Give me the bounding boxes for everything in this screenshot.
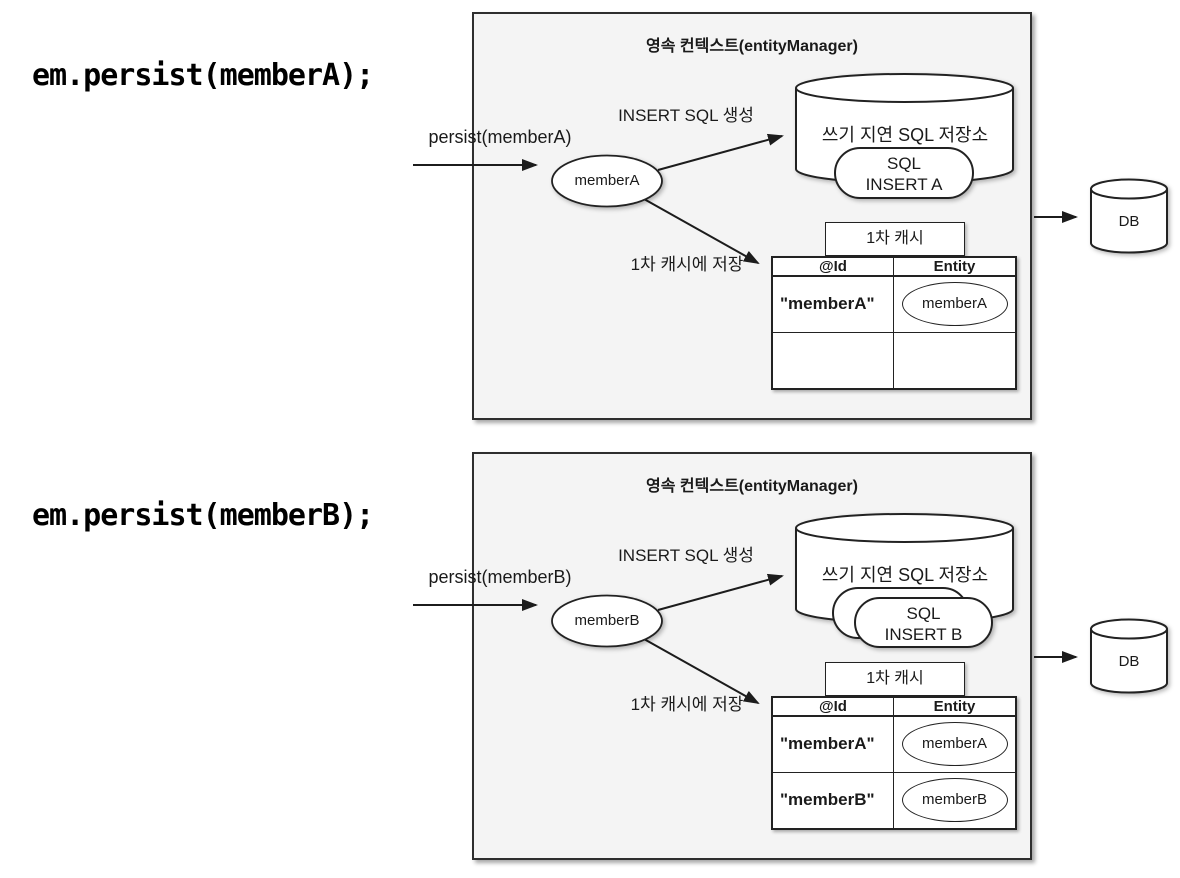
persistence-context-title: 영속 컨텍스트(entityManager): [646, 478, 858, 495]
entity-ellipse-label: memberA: [574, 172, 640, 189]
sql-store-cylinder-top: [795, 513, 1014, 543]
cache-table-header-id: @Id: [773, 698, 894, 717]
diagram-shapes: [413, 513, 1168, 704]
diagram-shapes: [413, 73, 1168, 264]
persist-arrow-label: persist(memberB): [428, 567, 572, 587]
db-cylinder-top: [1090, 178, 1168, 200]
first-level-cache-table: @Id Entity "memberA" memberA "memberB" m…: [771, 696, 1017, 830]
cache-table-header-id: @Id: [773, 258, 894, 277]
code-statement: em.persist(memberB);: [32, 498, 374, 533]
db-label: DB: [1118, 653, 1140, 670]
cache-row-id: "memberB": [773, 772, 894, 828]
insert-sql-arrow-label: INSERT SQL 생성: [618, 106, 754, 125]
cache-row-entity: memberB: [894, 773, 1015, 829]
cached-entity-ellipse: memberB: [901, 778, 1008, 823]
cache-row-entity: memberA: [894, 717, 1015, 773]
first-level-cache-table: @Id Entity "memberA" memberA: [771, 256, 1017, 390]
entity-ellipse: [551, 154, 663, 208]
first-level-cache-title: 1차 캐시: [825, 662, 965, 696]
code-statement: em.persist(memberA);: [32, 58, 374, 93]
sql-card-line1: SQL: [906, 604, 941, 623]
cache-row-id: "memberA": [773, 717, 894, 773]
diagram-persist-member-a: em.persist(memberA);: [32, 12, 1168, 420]
db-label: DB: [1118, 213, 1140, 230]
cached-entity-ellipse: memberA: [901, 722, 1008, 767]
sql-card-line1: SQL: [886, 154, 922, 173]
sql-card: [834, 147, 974, 199]
entity-ellipse: [551, 594, 663, 648]
persistence-context-title: 영속 컨텍스트(entityManager): [646, 38, 858, 55]
persist-arrow-label: persist(memberA): [428, 127, 572, 147]
cache-row-id: "memberA": [773, 277, 894, 333]
sql-card-label: SQL INSERT B: [855, 603, 992, 645]
cache-save-arrow: [643, 638, 760, 704]
cache-row-entity: memberA: [894, 277, 1015, 333]
sql-card-line2: INSERT B: [884, 625, 963, 644]
insert-sql-arrow: [657, 573, 784, 611]
entity-ellipse-label: memberB: [574, 612, 640, 629]
cache-row-entity-empty: [894, 333, 1015, 389]
db-cylinder-top: [1090, 618, 1168, 640]
cache-save-arrow-label: 1차 캐시에 저장: [630, 255, 744, 274]
cache-save-arrow-label: 1차 캐시에 저장: [630, 695, 744, 714]
first-level-cache-title: 1차 캐시: [825, 222, 965, 256]
cache-table-header-entity: Entity: [894, 698, 1015, 717]
insert-sql-arrow-label: INSERT SQL 생성: [618, 546, 754, 565]
sql-store-label: 쓰기 지연 SQL 저장소: [821, 125, 989, 145]
cache-row-id-empty: [773, 332, 894, 388]
insert-sql-arrow: [657, 133, 784, 171]
cache-save-arrow: [643, 198, 760, 264]
db-cylinder: [1090, 189, 1168, 254]
diagram-persist-member-b: em.persist(memberB);: [0, 440, 1180, 878]
cache-table-header-entity: Entity: [894, 258, 1015, 277]
sql-store-label: 쓰기 지연 SQL 저장소: [821, 565, 989, 585]
db-cylinder: [1090, 629, 1168, 694]
sql-card-line2: INSERT A: [865, 175, 943, 194]
cached-entity-ellipse: memberA: [901, 282, 1008, 327]
sql-card: [854, 597, 993, 648]
sql-store-cylinder-top: [795, 73, 1014, 103]
sql-card-label: SQL INSERT A: [835, 153, 973, 195]
